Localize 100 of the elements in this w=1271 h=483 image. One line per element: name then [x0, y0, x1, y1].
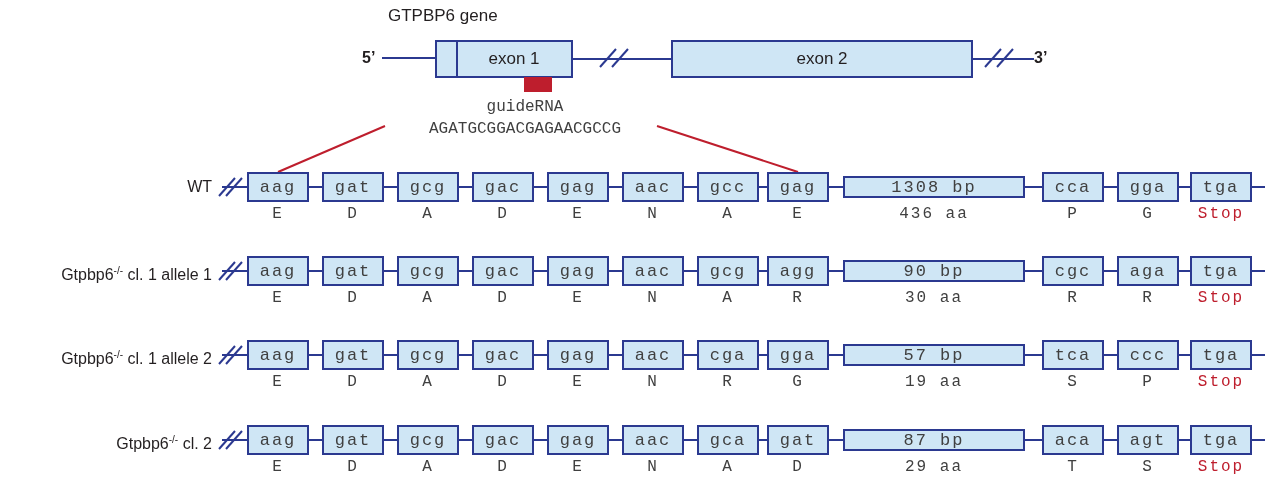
genotype-label: WT [187, 177, 212, 197]
codon-box: gat [322, 340, 384, 370]
dna-line [308, 354, 323, 356]
dna-line [458, 270, 473, 272]
dna-line [1103, 186, 1118, 188]
dna-line [458, 439, 473, 441]
amino-acid-label: T [1067, 457, 1079, 477]
strand-end-label: 5’ [362, 48, 376, 68]
codon-box: gcc [697, 172, 759, 202]
dna-line [1024, 439, 1043, 441]
amino-acid-label: A [722, 204, 734, 224]
codon-box: cgc [1042, 256, 1104, 286]
amino-acid-label: E [792, 204, 804, 224]
sequence-length-box: 90 bp [843, 260, 1025, 282]
codon-box: gag [547, 340, 609, 370]
codon-box: gag [767, 172, 829, 202]
codon-box: gac [472, 340, 534, 370]
dna-line [383, 270, 398, 272]
amino-acid-label: S [1142, 457, 1154, 477]
dna-line [571, 58, 672, 60]
amino-acid-label: E [572, 372, 584, 392]
dna-line [221, 354, 248, 356]
dna-line [683, 354, 698, 356]
protein-length-label: 30 aa [905, 288, 963, 308]
codon-box: aga [1117, 256, 1179, 286]
strand-end-label: 3’ [1034, 48, 1048, 68]
codon-box: gac [472, 425, 534, 455]
codon-box: gga [767, 340, 829, 370]
codon-box: aac [622, 256, 684, 286]
amino-acid-label: G [792, 372, 804, 392]
codon-box: aag [247, 340, 309, 370]
codon-box: gag [547, 425, 609, 455]
amino-acid-label: E [572, 457, 584, 477]
sequence-length-box: 57 bp [843, 344, 1025, 366]
dna-line [308, 270, 323, 272]
amino-acid-label: N [647, 457, 659, 477]
codon-box: gga [1117, 172, 1179, 202]
dna-line [683, 439, 698, 441]
amino-acid-label: P [1142, 372, 1154, 392]
guide-rna-mark [524, 77, 552, 92]
amino-acid-label: E [572, 288, 584, 308]
dna-line [1024, 186, 1043, 188]
codon-box: gcg [397, 172, 459, 202]
amino-acid-label: A [422, 288, 434, 308]
codon-box: aag [247, 425, 309, 455]
dna-line [758, 354, 768, 356]
amino-acid-label: A [722, 457, 734, 477]
codon-box: gat [322, 256, 384, 286]
codon-box: gat [322, 425, 384, 455]
sequence-length-box: 87 bp [843, 429, 1025, 451]
codon-box: tga [1190, 256, 1252, 286]
codon-box: gac [472, 256, 534, 286]
gene-title: GTPBP6 gene [388, 6, 498, 26]
dna-line [221, 439, 248, 441]
dna-line [383, 439, 398, 441]
guide-rna-line [277, 125, 386, 173]
dna-line [458, 186, 473, 188]
sequence-length-box: 1308 bp [843, 176, 1025, 198]
codon-box: gag [547, 256, 609, 286]
codon-box: tga [1190, 425, 1252, 455]
amino-acid-label: E [572, 204, 584, 224]
amino-acid-label: Stop [1197, 204, 1245, 224]
amino-acid-label: R [1067, 288, 1079, 308]
dna-line [221, 186, 248, 188]
codon-box: aag [247, 256, 309, 286]
dna-line [1103, 354, 1118, 356]
amino-acid-label: Stop [1197, 457, 1245, 477]
dna-line [1178, 270, 1191, 272]
codon-box: gca [697, 425, 759, 455]
dna-line [1251, 439, 1266, 441]
codon-box: gac [472, 172, 534, 202]
dna-line [828, 186, 844, 188]
dna-line [533, 270, 548, 272]
dna-line [608, 270, 623, 272]
dna-line [221, 270, 248, 272]
dna-line [828, 354, 844, 356]
guide-rna-sequence: AGATGCGGACGAGAACGCCG [429, 119, 621, 140]
amino-acid-label: D [497, 204, 509, 224]
amino-acid-label: E [272, 288, 284, 308]
codon-box: aca [1042, 425, 1104, 455]
dna-line [533, 439, 548, 441]
dna-line [828, 270, 844, 272]
codon-box: aag [247, 172, 309, 202]
codon-box: aac [622, 340, 684, 370]
genotype-label: Gtpbp6$^{-/-}$ cl. 2 [116, 433, 212, 455]
dna-line [308, 439, 323, 441]
codon-box: gcg [397, 425, 459, 455]
dna-line [1024, 354, 1043, 356]
amino-acid-label: D [347, 204, 359, 224]
amino-acid-label: R [1142, 288, 1154, 308]
dna-line [383, 186, 398, 188]
guide-rna-line [656, 125, 799, 173]
dna-line [758, 186, 768, 188]
codon-box: agg [767, 256, 829, 286]
dna-line [1103, 270, 1118, 272]
dna-line [828, 439, 844, 441]
amino-acid-label: N [647, 288, 659, 308]
amino-acid-label: E [272, 372, 284, 392]
dna-line [972, 58, 1035, 60]
dna-line [308, 186, 323, 188]
